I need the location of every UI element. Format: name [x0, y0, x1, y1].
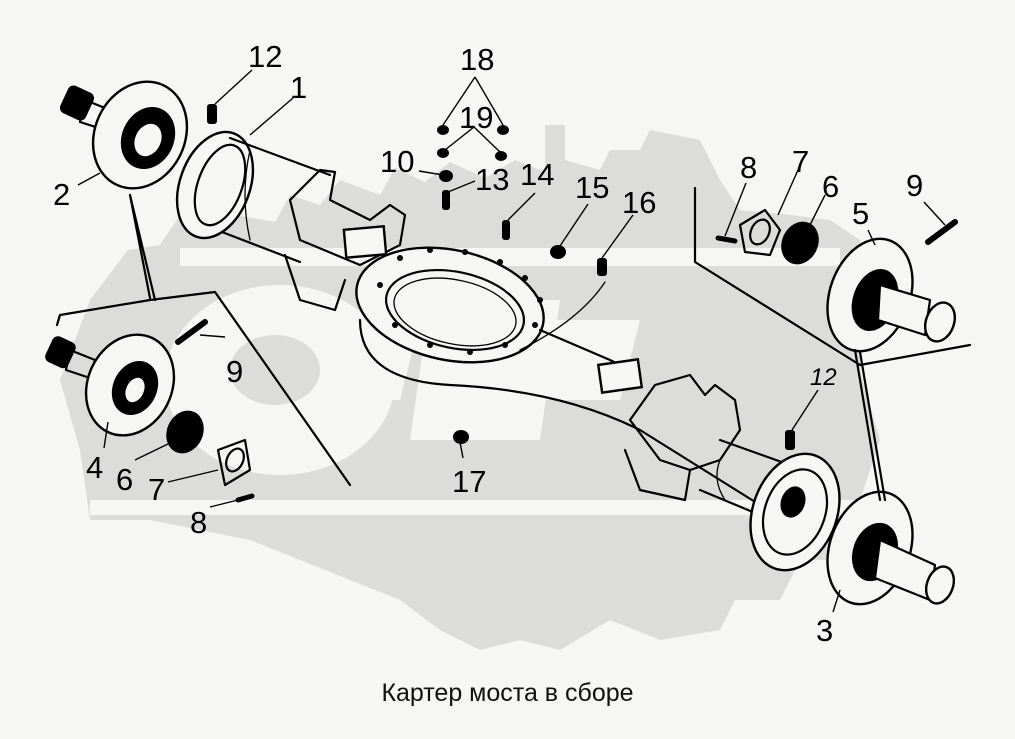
callout-3: 3: [816, 613, 833, 648]
callout-18: 18: [460, 42, 494, 77]
hub-3: [826, 490, 956, 606]
leader-lines: [77, 69, 946, 613]
hub-4: [45, 333, 176, 437]
callout-7-right: 7: [792, 144, 809, 179]
cover-7-left: [216, 438, 252, 487]
callout-6-left: 6: [116, 462, 133, 497]
ring-bolt-holes: [377, 247, 543, 355]
hub-5: [826, 237, 957, 353]
grease-nipple-12-right: [785, 430, 795, 450]
bolt-8-right: [715, 235, 738, 244]
nut-18b: [497, 125, 509, 135]
callout-14: 14: [520, 157, 554, 192]
bolt-8-left: [235, 493, 255, 503]
group-brackets: [55, 186, 972, 502]
bearing-6-right: [781, 221, 819, 265]
callout-12-right: 12: [810, 364, 837, 391]
callout-labels: 12 1 2 18 19 10 13 14 15 16 8 7 6 5 9 9 …: [53, 39, 923, 648]
callout-9-right: 9: [906, 168, 923, 203]
callout-16: 16: [622, 185, 656, 220]
pin-9-right: [925, 219, 958, 245]
stud-14: [502, 220, 510, 240]
plug-15: [550, 245, 566, 259]
callout-4: 4: [86, 450, 103, 485]
plug-17: [453, 430, 469, 444]
callout-19: 19: [459, 100, 493, 135]
callout-5: 5: [852, 196, 869, 231]
hub-2: [59, 80, 189, 190]
callout-8-right: 8: [740, 150, 757, 185]
cover-7-right: [738, 208, 782, 257]
callout-1: 1: [290, 70, 307, 105]
callout-17: 17: [452, 464, 486, 499]
callout-9-left: 9: [226, 354, 243, 389]
watermark-gear-logo: [60, 125, 880, 650]
nut-18a: [437, 125, 449, 135]
callout-2: 2: [53, 177, 70, 212]
callout-7-left: 7: [148, 472, 165, 507]
washer-19a: [437, 148, 449, 158]
pin-9-left: [175, 319, 208, 345]
grease-nipple-12-left: [207, 104, 217, 124]
part-10: [439, 170, 453, 182]
bearing-6-left: [166, 410, 204, 454]
washer-19b: [495, 151, 507, 161]
callout-8-left: 8: [190, 505, 207, 540]
breather-16: [597, 258, 607, 276]
callout-13: 13: [475, 162, 509, 197]
callout-6-right: 6: [822, 169, 839, 204]
callout-15: 15: [575, 170, 609, 205]
small-parts: [166, 104, 958, 503]
callout-10: 10: [380, 144, 414, 179]
stud-13: [442, 190, 450, 210]
diagram-caption: Картер моста в сборе: [381, 679, 634, 707]
callout-12-left: 12: [248, 39, 282, 74]
axle-housing: [175, 130, 841, 572]
